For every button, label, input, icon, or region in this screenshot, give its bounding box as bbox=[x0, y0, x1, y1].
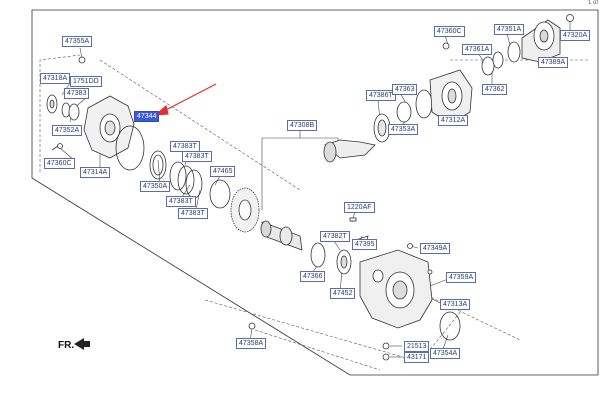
o-ring-part bbox=[115, 125, 145, 171]
part-label-47344-highlighted[interactable]: 47344 bbox=[134, 111, 160, 122]
part-label-47383t[interactable]: 47383T bbox=[182, 151, 212, 162]
part-label-47318a[interactable]: 47318A bbox=[40, 73, 71, 84]
part-label-47320a[interactable]: 47320A bbox=[560, 30, 591, 41]
part-label-47354a[interactable]: 47354A bbox=[430, 348, 461, 359]
o-ring-part bbox=[439, 311, 461, 341]
part-label-47358a[interactable]: 47358A bbox=[236, 338, 267, 349]
assembly-frame bbox=[31, 9, 599, 376]
part-label-1751dd[interactable]: 1751DD bbox=[70, 76, 102, 87]
callout-lines bbox=[59, 22, 571, 358]
part-label-47312a[interactable]: 47312A bbox=[438, 115, 469, 126]
part-label-21513[interactable]: 21513 bbox=[404, 341, 430, 352]
part-label-47452[interactable]: 47452 bbox=[330, 288, 356, 299]
part-label-47313a[interactable]: 47313A bbox=[440, 299, 471, 310]
part-label-47353a[interactable]: 47353A bbox=[388, 124, 419, 135]
part-label-47395[interactable]: 47395 bbox=[352, 239, 378, 250]
bearing-part bbox=[68, 103, 80, 121]
part-label-47465[interactable]: 47465 bbox=[210, 166, 236, 177]
part-label-47382t[interactable]: 47382T bbox=[320, 231, 350, 242]
part-label-47363[interactable]: 47363 bbox=[392, 84, 418, 95]
pointer-arrow bbox=[154, 83, 217, 116]
seal-part bbox=[507, 41, 521, 63]
part-label-47389a[interactable]: 47389A bbox=[538, 57, 569, 68]
leader-lines bbox=[39, 54, 590, 371]
part-label-47349a[interactable]: 47349A bbox=[420, 243, 451, 254]
part-label-47352a[interactable]: 47352A bbox=[52, 125, 83, 136]
part-label-47359a[interactable]: 47359A bbox=[446, 272, 477, 283]
seal-part bbox=[310, 242, 326, 268]
part-label-47383t[interactable]: 47383T bbox=[166, 196, 196, 207]
part-label-47350a[interactable]: 47350A bbox=[140, 181, 171, 192]
nut-part bbox=[566, 14, 574, 22]
part-label-47308b[interactable]: 47308B bbox=[287, 120, 318, 131]
bolt-part bbox=[78, 56, 86, 64]
part-label-47383[interactable]: 47383 bbox=[64, 88, 90, 99]
parts bbox=[46, 14, 574, 361]
part-label-43171[interactable]: 43171 bbox=[404, 352, 430, 363]
o-ring-part bbox=[415, 89, 433, 119]
part-label-47351a[interactable]: 47351A bbox=[494, 24, 525, 35]
ring-part bbox=[149, 150, 167, 180]
bevel-pinion-part bbox=[324, 139, 376, 159]
part-label-47362[interactable]: 47362 bbox=[482, 84, 508, 95]
part-label-47361a[interactable]: 47361A bbox=[462, 44, 493, 55]
part-label-47360c[interactable]: 47360C bbox=[434, 26, 465, 37]
shim-part bbox=[209, 179, 231, 209]
part-label-47386t[interactable]: 47386T bbox=[366, 90, 396, 101]
part-label-47366[interactable]: 47366 bbox=[300, 271, 326, 282]
part-label-47314a[interactable]: 47314A bbox=[80, 167, 111, 178]
part-label-1220af[interactable]: 1220AF bbox=[344, 202, 375, 213]
page-indicator: 1 of bbox=[587, 0, 598, 6]
bearing-part bbox=[481, 56, 495, 76]
part-label-47383t[interactable]: 47383T bbox=[178, 208, 208, 219]
front-label: FR. bbox=[58, 340, 75, 351]
ring-part bbox=[169, 161, 187, 191]
front-direction-arrow bbox=[74, 338, 90, 350]
part-label-47360c[interactable]: 47360C bbox=[44, 158, 75, 169]
pin-part bbox=[349, 217, 357, 222]
part-label-47355a[interactable]: 47355A bbox=[62, 36, 93, 47]
